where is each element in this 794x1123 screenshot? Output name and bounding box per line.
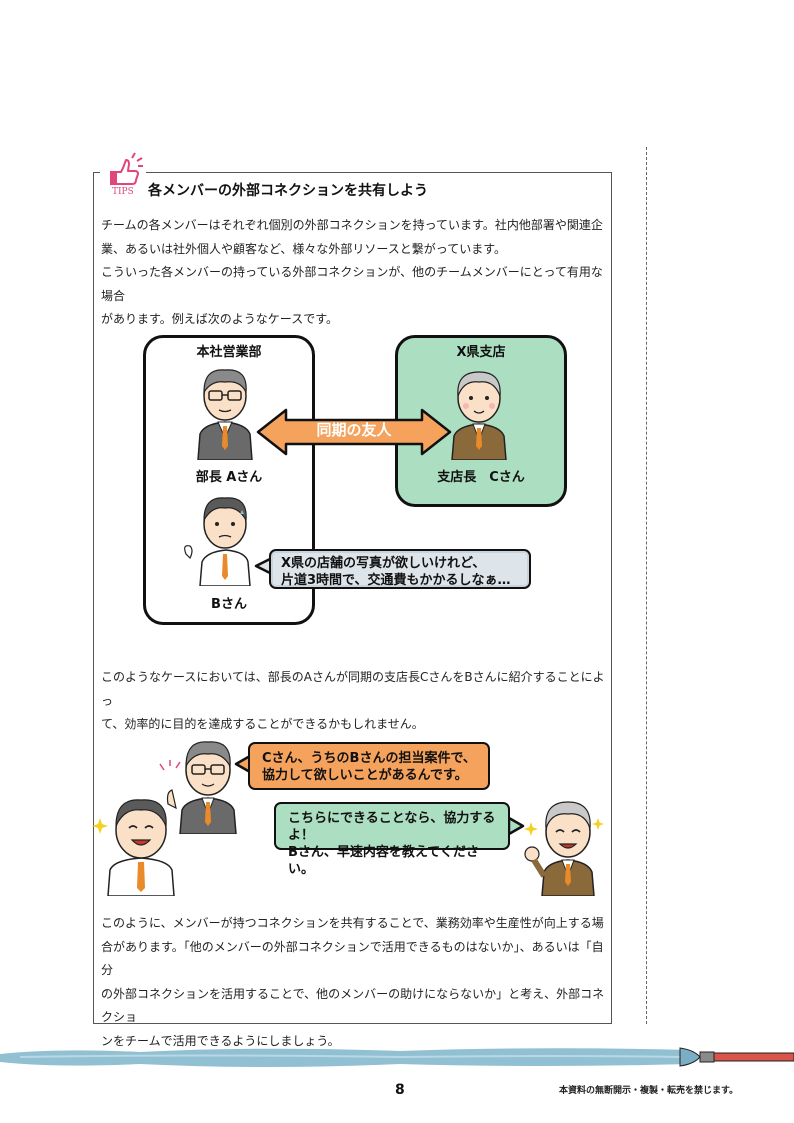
tips-badge: TIPS xyxy=(100,150,146,197)
member-b-happy-figure xyxy=(107,799,175,896)
section-title: 各メンバーの外部コネクションを共有しよう xyxy=(148,183,428,199)
branch-manager-c-figure xyxy=(451,371,507,460)
double-arrow-icon xyxy=(256,408,452,456)
member-b-label: Bさん xyxy=(211,597,247,612)
bubble-line: 片道3時間で、交通費もかかるしなぁ… xyxy=(281,573,511,588)
conclusion-paragraph: このように、メンバーが持つコネクションを共有することで、業務効率や生産性が向上す… xyxy=(101,912,606,1053)
arrow-label: 同期の友人 xyxy=(316,421,392,439)
paint-stroke-decoration xyxy=(0,1047,794,1067)
intro-paragraph: チームの各メンバーはそれぞれ個別の外部コネクションを持っています。社内他部署や関… xyxy=(101,214,606,332)
conclusion-line: このように、メンバーが持つコネクションを共有することで、業務効率や生産性が向上す… xyxy=(101,916,604,930)
bubble-line: Bさん、早速内容を教えてください。 xyxy=(288,845,479,877)
member-b-figure xyxy=(184,497,251,586)
member-b-thought-bubble: X県の店舗の写真が欲しいけれど、 片道3時間で、交通費もかかるしなぁ… xyxy=(269,549,531,589)
branch-title: X県支店 xyxy=(456,345,506,360)
bubble-line: X県の店舗の写真が欲しいけれど、 xyxy=(281,556,486,571)
branch-manager-c-speech-bubble: こちらにできることなら、協力するよ！ Bさん、早速内容を教えてください。 xyxy=(274,802,510,877)
intro-line: こういった各メンバーの持っている外部コネクションが、他のチームメンバーにとって有… xyxy=(101,265,603,303)
branch-manager-c-happy-figure xyxy=(524,801,595,896)
paint-brush-icon xyxy=(679,1047,794,1067)
bubble-line: Cさん、うちのBさんの担当案件で、 xyxy=(262,751,476,766)
sparkle-icon xyxy=(592,818,604,830)
manager-a-figure xyxy=(197,369,253,460)
conclusion-line: 合があります。「他のメンバーの外部コネクションで活用できるものはないか」、あるい… xyxy=(101,939,604,978)
branch-manager-c-label: 支店長 Cさん xyxy=(437,470,525,485)
margin-dashed-line xyxy=(646,147,647,1024)
middle-paragraph: このようなケースにおいては、部長のAさんが同期の支店長CさんをBさんに紹介するこ… xyxy=(101,666,606,737)
manager-a-speech-bubble: Cさん、うちのBさんの担当案件で、 協力して欲しいことがあるんです。 xyxy=(248,742,490,790)
intro-line: があります。例えば次のようなケースです。 xyxy=(101,312,339,326)
middle-line: このようなケースにおいては、部長のAさんが同期の支店長CさんをBさんに紹介するこ… xyxy=(101,670,605,708)
intro-line: 業、あるいは社外個人や顧客など、様々な外部リソースと繋がっています。 xyxy=(101,241,507,256)
tips-frame xyxy=(93,172,612,1024)
sparkle-icon xyxy=(524,822,538,836)
intro-line: チームの各メンバーはそれぞれ個別の外部コネクションを持っています。社内他部署や関… xyxy=(101,218,603,232)
conclusion-line: ンをチームで活用できるようにしましょう。 xyxy=(101,1033,340,1048)
conclusion-line: の外部コネクションを活用することで、他のメンバーの助けにならないか」と考え、外部… xyxy=(101,986,605,1025)
head-office-title: 本社営業部 xyxy=(196,345,262,360)
copyright-notice: 本資料の無断開示・複製・転売を禁じます。 xyxy=(559,1086,739,1096)
tips-label: TIPS xyxy=(112,187,134,196)
manager-a-label: 部長 Aさん xyxy=(195,470,263,485)
bubble-line: 協力して欲しいことがあるんです。 xyxy=(262,768,468,783)
bubble-line: こちらにできることなら、協力するよ！ xyxy=(288,811,496,843)
sparkle-icon xyxy=(92,818,108,834)
manager-a-pointing-figure xyxy=(159,741,237,834)
page-number: 8 xyxy=(395,1082,405,1098)
thumbs-up-icon: TIPS xyxy=(110,152,143,197)
middle-line: て、効率的に目的を達成することができるかもしれません。 xyxy=(101,717,424,731)
